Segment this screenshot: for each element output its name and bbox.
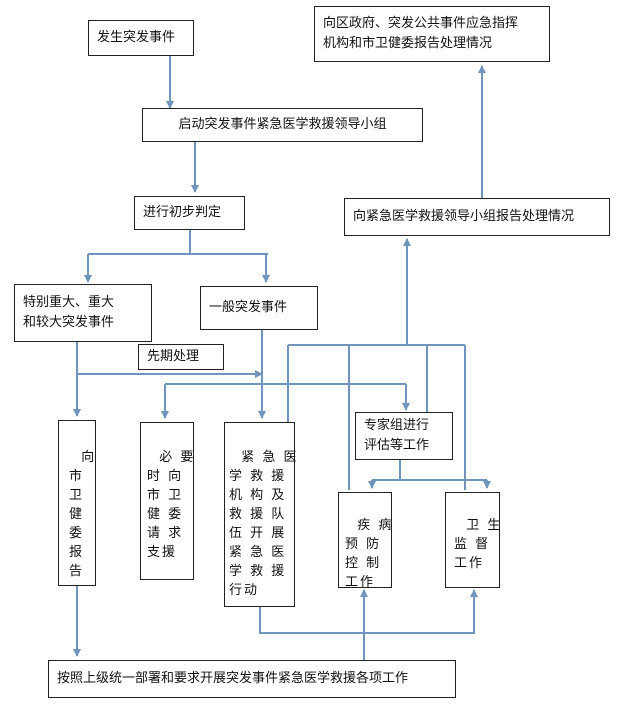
health-supervision-text: 卫 生 监 督 工作 <box>454 518 503 571</box>
request-support-text: 必 要 时 向 市 卫 健 委 请 求 支援 <box>147 450 196 560</box>
expert-group-box: 专家组进行 评估等工作 <box>355 412 453 460</box>
start-group-text: 启动突发事件紧急医学救援领导小组 <box>178 117 387 132</box>
start-group-box: 启动突发事件紧急医学救援领导小组 <box>142 108 423 142</box>
expert-group-text: 专家组进行 评估等工作 <box>364 418 430 453</box>
report-leadership-text: 向紧急医学救援领导小组报告处理情况 <box>353 209 575 224</box>
general-event-text: 一般突发事件 <box>209 300 288 315</box>
medical-teams-text: 紧 急 医 学 救 援 机 构 及 救 援 队 伍 开 展 紧 急 医 学 救 … <box>229 450 299 598</box>
general-event-box: 一般突发事件 <box>200 286 318 330</box>
final-work-text: 按照上级统一部署和要求开展突发事件紧急医学救援各项工作 <box>57 671 409 686</box>
health-supervision-box: 卫 生 监 督 工作 <box>445 492 500 588</box>
disease-control-text: 疾 病 预 防 控 制 工作 <box>345 518 394 590</box>
pre-handling-box: 先期处理 <box>138 344 224 370</box>
event-occurs-text: 发生突发事件 <box>97 30 176 45</box>
report-district-text: 向区政府、突发公共事件应急指挥 机构和市卫健委报告处理情况 <box>323 16 519 51</box>
disease-control-box: 疾 病 预 防 控 制 工作 <box>338 492 394 590</box>
pre-handling-text: 先期处理 <box>147 349 200 364</box>
preliminary-judgment-text: 进行初步判定 <box>143 205 222 220</box>
report-district-box: 向区政府、突发公共事件应急指挥 机构和市卫健委报告处理情况 <box>314 6 550 62</box>
preliminary-judgment-box: 进行初步判定 <box>134 196 245 230</box>
report-leadership-box: 向紧急医学救援领导小组报告处理情况 <box>344 198 610 236</box>
event-occurs-box: 发生突发事件 <box>88 20 194 56</box>
final-work-box: 按照上级统一部署和要求开展突发事件紧急医学救援各项工作 <box>48 660 456 698</box>
report-city-health-text: 向 市 卫 健 委 报 告 <box>69 450 97 579</box>
request-support-box: 必 要 时 向 市 卫 健 委 请 求 支援 <box>140 422 194 580</box>
medical-teams-box: 紧 急 医 学 救 援 机 构 及 救 援 队 伍 开 展 紧 急 医 学 救 … <box>224 422 297 607</box>
report-city-health-box: 向 市 卫 健 委 报 告 <box>58 420 96 586</box>
major-events-box: 特别重大、重大 和较大突发事件 <box>14 284 152 342</box>
major-events-text: 特别重大、重大 和较大突发事件 <box>23 295 115 330</box>
